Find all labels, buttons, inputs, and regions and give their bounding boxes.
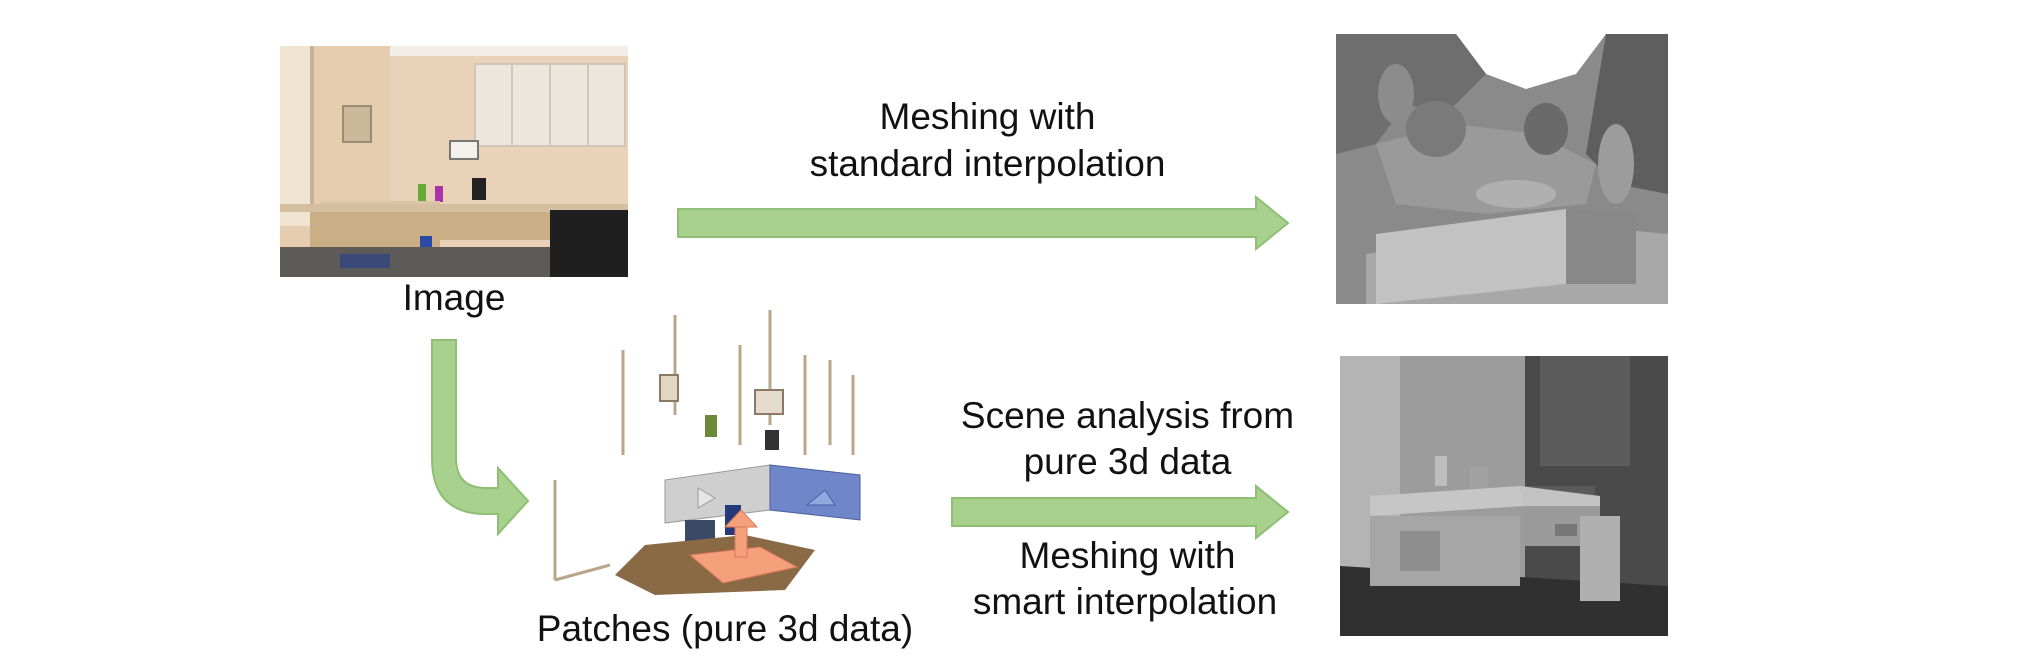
kitchen-mesh-smart: [1340, 356, 1668, 636]
curved-arrow-icon: [430, 338, 530, 548]
top-arrow-label-line1: Meshing with: [879, 96, 1096, 137]
kitchen-photo: [280, 46, 628, 277]
bottom-arrow-label-below-line1: Meshing with: [1019, 535, 1236, 576]
patches-label: Patches (pure 3d data): [536, 608, 914, 649]
right-arrow-icon: [950, 484, 1290, 540]
bottom-arrow-label-below-line2: smart interpolation: [972, 581, 1278, 622]
bottom-arrow-label-above-line2: pure 3d data: [1023, 441, 1232, 482]
top-arrow-label-line2: standard interpolation: [809, 143, 1166, 184]
right-arrow-icon: [676, 195, 1290, 251]
kitchen-mesh-standard: [1336, 34, 1668, 304]
bottom-arrow-label-above-line1: Scene analysis from: [960, 395, 1295, 436]
kitchen-pointcloud: [535, 305, 910, 605]
image-label: Image: [402, 277, 506, 318]
